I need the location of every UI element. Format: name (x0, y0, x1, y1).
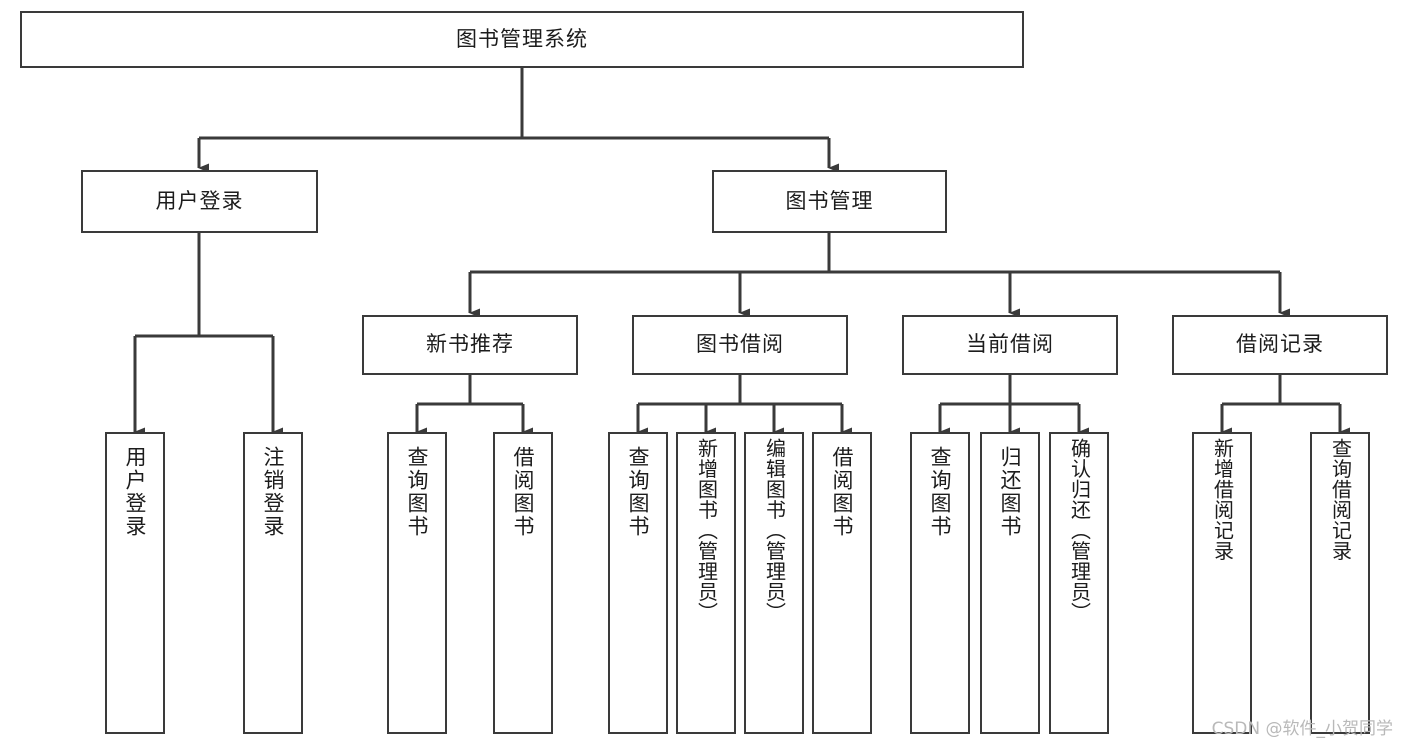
node-label: 借阅图书 (511, 446, 536, 538)
node-label: 查询借阅记录 (1328, 438, 1353, 561)
node-borrow-record[interactable]: 借阅记录 (1172, 315, 1388, 375)
node-current-borrow[interactable]: 当前借阅 (902, 315, 1118, 375)
node-label: 图书管理系统 (456, 26, 588, 51)
node-label: 新书推荐 (426, 332, 514, 357)
node-label: 查询图书 (405, 446, 430, 538)
node-user-login[interactable]: 用户登录 (81, 170, 318, 233)
leaf-borrow-record-add-record[interactable]: 新增借阅记录 (1192, 432, 1252, 734)
node-label: 编辑图书（管理员） (762, 438, 787, 623)
leaf-new-book-query-book[interactable]: 查询图书 (387, 432, 447, 734)
leaf-user-login-login[interactable]: 用户登录 (105, 432, 165, 734)
leaf-book-borrow-edit-book-admin[interactable]: 编辑图书（管理员） (744, 432, 804, 734)
node-label: 查询图书 (928, 446, 953, 538)
node-label: 当前借阅 (966, 332, 1054, 357)
node-label: 归还图书 (998, 446, 1023, 538)
node-label: 新增图书（管理员） (694, 438, 719, 623)
leaf-borrow-record-query-record[interactable]: 查询借阅记录 (1310, 432, 1370, 734)
leaf-current-borrow-query-book[interactable]: 查询图书 (910, 432, 970, 734)
leaf-book-borrow-add-book-admin[interactable]: 新增图书（管理员） (676, 432, 736, 734)
node-label: 确认归还（管理员） (1067, 438, 1092, 623)
node-label: 借阅图书 (830, 446, 855, 538)
leaf-user-login-logout[interactable]: 注销登录 (243, 432, 303, 734)
node-root-book-management-system[interactable]: 图书管理系统 (20, 11, 1024, 68)
leaf-current-borrow-return-book[interactable]: 归还图书 (980, 432, 1040, 734)
node-label: 查询图书 (626, 446, 651, 538)
node-label: 用户登录 (123, 446, 148, 538)
leaf-new-book-borrow-book[interactable]: 借阅图书 (493, 432, 553, 734)
node-book-borrow[interactable]: 图书借阅 (632, 315, 848, 375)
csdn-watermark: CSDN @软件_小贺同学 (1211, 719, 1393, 739)
leaf-current-borrow-confirm-return-admin[interactable]: 确认归还（管理员） (1049, 432, 1109, 734)
node-label: 注销登录 (261, 446, 286, 538)
node-label: 图书管理 (785, 188, 874, 213)
node-label: 新增借阅记录 (1210, 438, 1235, 561)
node-book-management[interactable]: 图书管理 (712, 170, 947, 233)
node-label: 用户登录 (155, 188, 244, 213)
leaf-book-borrow-borrow-book[interactable]: 借阅图书 (812, 432, 872, 734)
node-label: 借阅记录 (1236, 332, 1324, 357)
node-new-book-recommend[interactable]: 新书推荐 (362, 315, 578, 375)
node-label: 图书借阅 (696, 332, 784, 357)
leaf-book-borrow-query-book[interactable]: 查询图书 (608, 432, 668, 734)
